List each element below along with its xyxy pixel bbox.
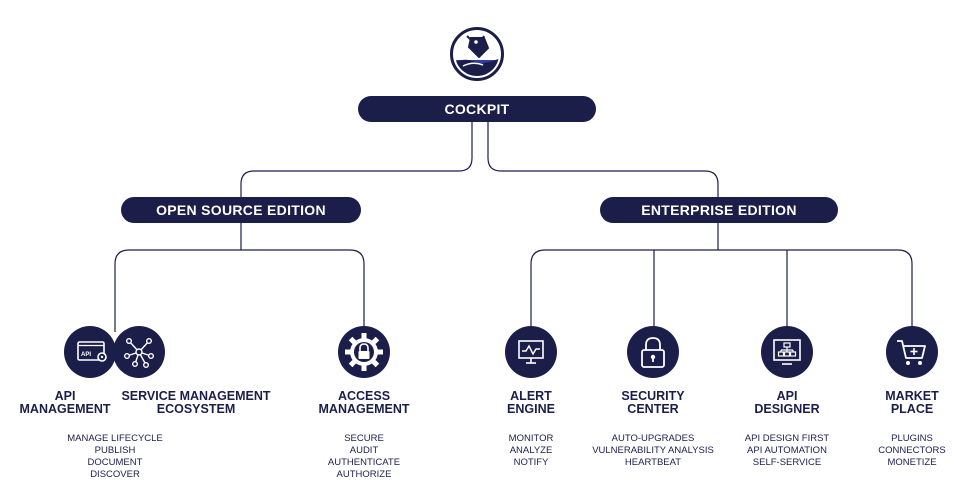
cockpit-icon bbox=[450, 27, 504, 81]
market-place-title: MARKET PLACE bbox=[885, 389, 939, 416]
feature-item: DISCOVER bbox=[90, 469, 140, 480]
network-nodes-icon bbox=[123, 337, 155, 369]
feature-item: HEARTBEAT bbox=[624, 457, 682, 468]
shopping-cart-icon bbox=[897, 340, 926, 365]
svg-text:API: API bbox=[81, 352, 91, 358]
service-management-title: SERVICE MANAGEMENT ECOSYSTEM bbox=[121, 389, 271, 416]
feature-item: API AUTOMATION bbox=[747, 445, 827, 456]
cockpit-pill: COCKPIT bbox=[358, 96, 596, 122]
hand-holding-tag-icon bbox=[455, 35, 499, 76]
feature-item: ANALYZE bbox=[509, 445, 553, 456]
feature-item: DOCUMENT bbox=[87, 457, 143, 468]
access-management-icon-circle bbox=[338, 326, 390, 378]
security-center-icon-circle bbox=[627, 326, 679, 378]
flowchart-screen-icon bbox=[773, 339, 801, 365]
api-gear-icon: API bbox=[77, 341, 107, 362]
feature-item: SECURE bbox=[344, 433, 384, 444]
feature-item: PUBLISH bbox=[94, 445, 136, 456]
service-management-icon-circle bbox=[113, 326, 165, 378]
feature-item: MONITOR bbox=[508, 433, 554, 444]
monitor-pulse-icon bbox=[518, 340, 544, 364]
feature-item: NOTIFY bbox=[513, 457, 549, 468]
security-center-title: SECURITY CENTER bbox=[621, 389, 685, 416]
feature-item: MONETIZE bbox=[887, 457, 937, 468]
feature-item: AUTO-UPGRADES bbox=[611, 433, 695, 444]
alert-engine-icon-circle bbox=[505, 326, 557, 378]
feature-item: SELF-SERVICE bbox=[752, 457, 822, 468]
feature-item: AUTHENTICATE bbox=[327, 457, 401, 468]
api-designer-title: API DESIGNER bbox=[754, 389, 820, 416]
api-management-icon-circle: API bbox=[64, 326, 116, 378]
feature-item: AUDIT bbox=[349, 445, 379, 456]
api-management-title: API MANAGEMENT bbox=[19, 389, 111, 416]
gear-lock-icon bbox=[345, 333, 383, 371]
market-place-icon-circle bbox=[886, 326, 938, 378]
feature-item: API DESIGN FIRST bbox=[744, 433, 830, 444]
api-designer-icon-circle bbox=[761, 326, 813, 378]
open-source-edition-pill: OPEN SOURCE EDITION bbox=[121, 197, 361, 223]
padlock-icon bbox=[641, 337, 665, 368]
access-management-title: ACCESS MANAGEMENT bbox=[318, 389, 410, 416]
enterprise-edition-pill: ENTERPRISE EDITION bbox=[600, 197, 838, 223]
feature-item: MANAGE LIFECYCLE bbox=[67, 433, 163, 444]
feature-item: CONNECTORS bbox=[878, 445, 946, 456]
feature-item: VULNERABILITY ANALYSIS bbox=[592, 445, 714, 456]
alert-engine-title: ALERT ENGINE bbox=[507, 389, 555, 416]
feature-item: PLUGINS bbox=[891, 433, 933, 444]
feature-item: AUTHORIZE bbox=[336, 469, 392, 480]
